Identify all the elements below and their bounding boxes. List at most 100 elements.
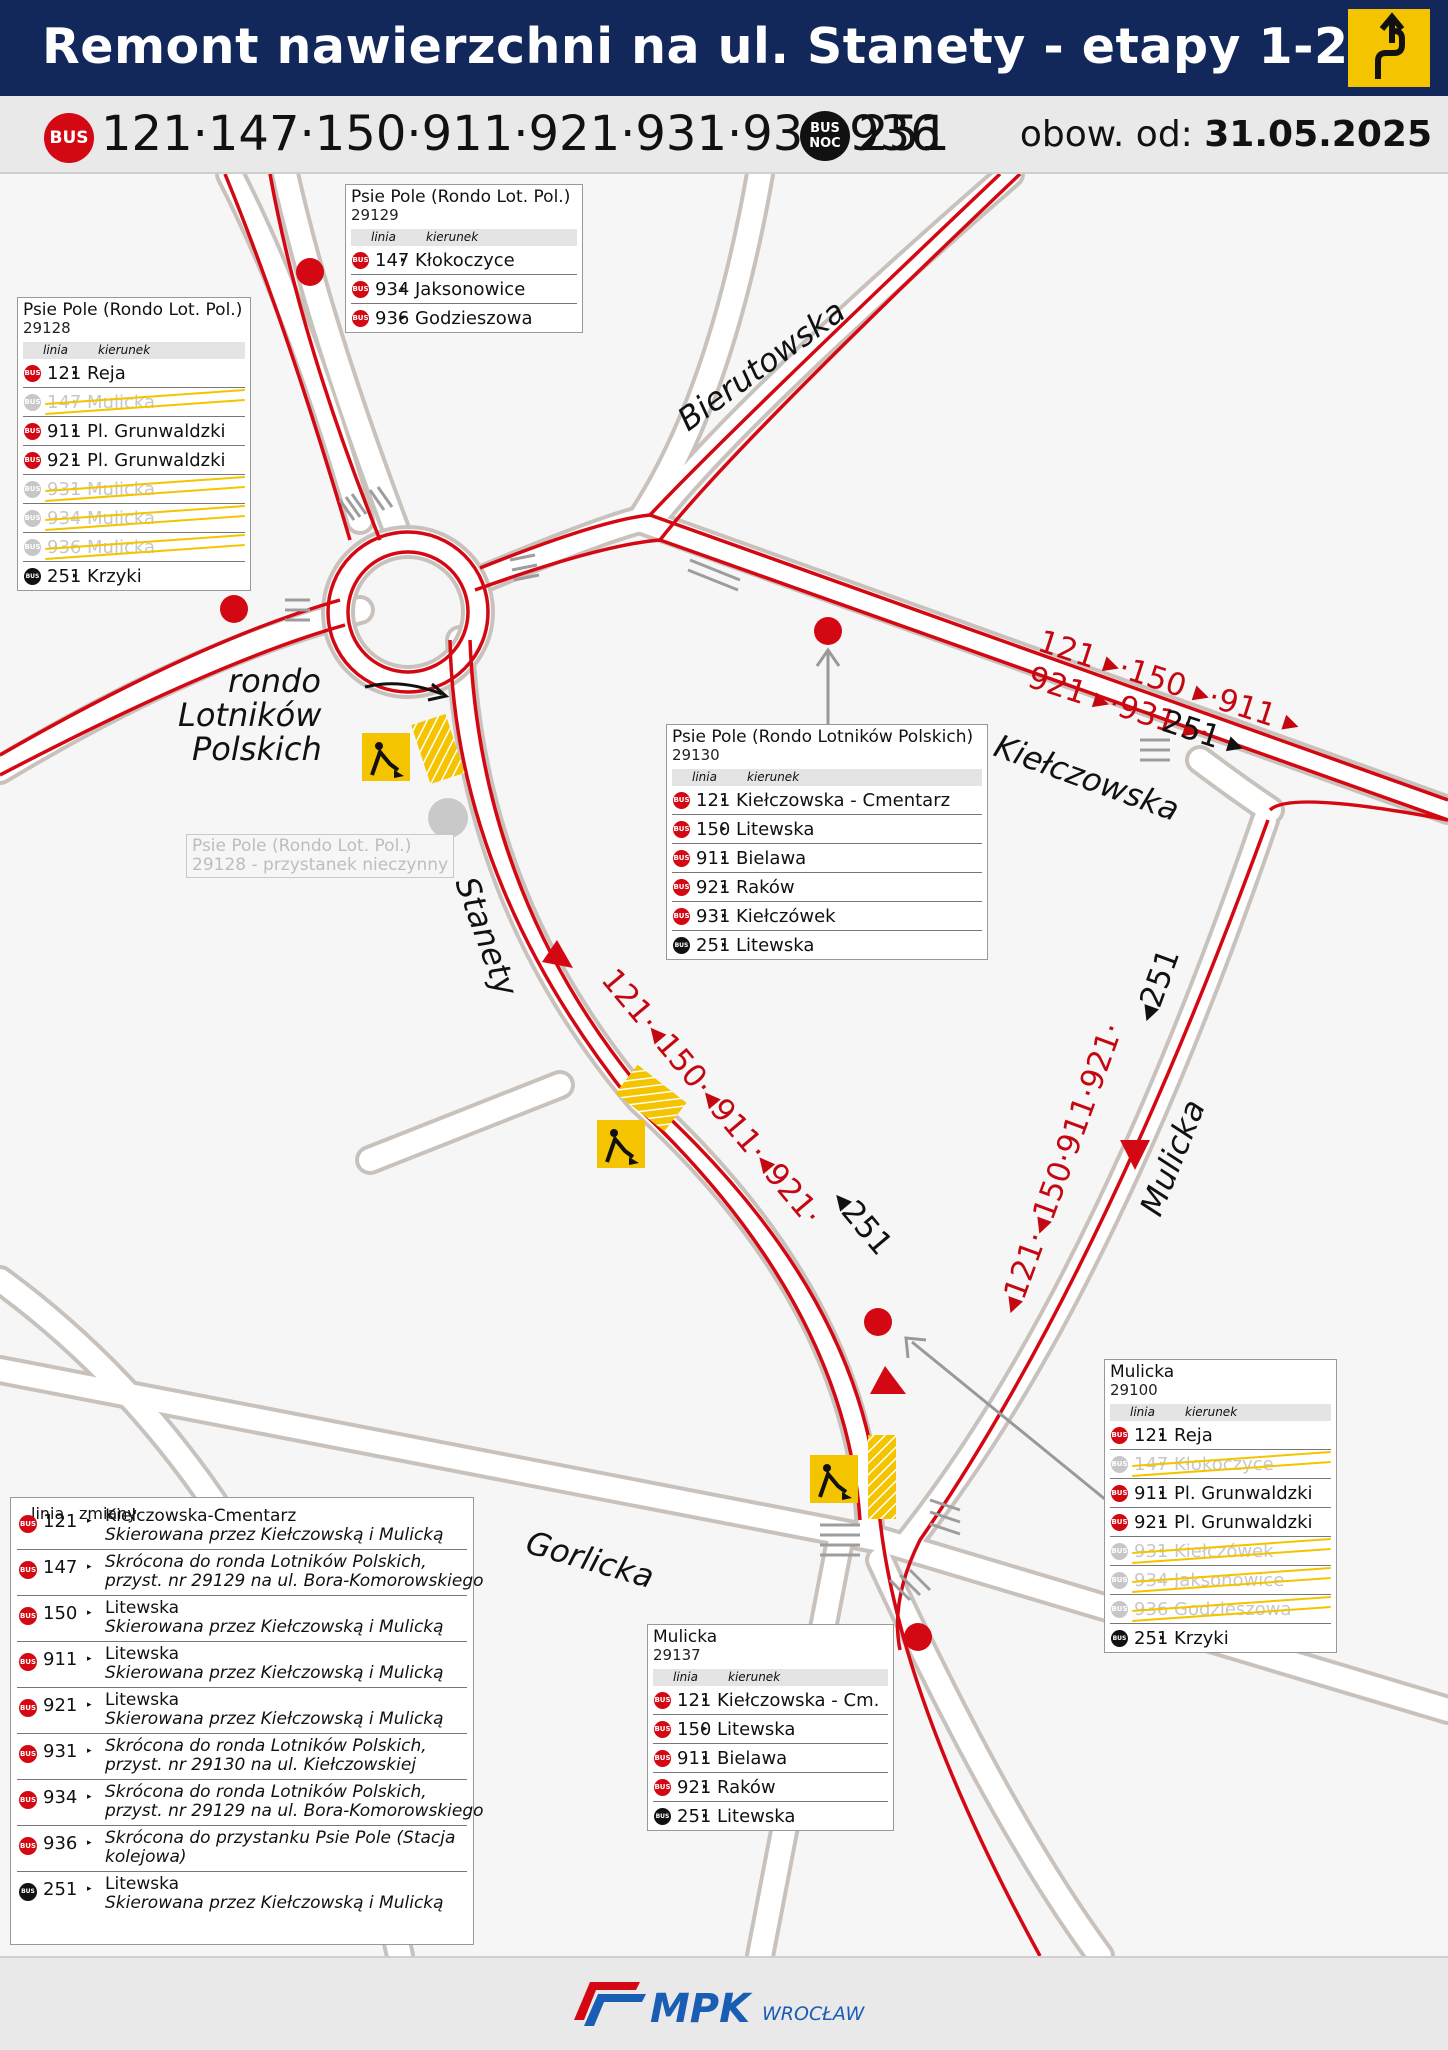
night-bus-badge: BUS NOC: [800, 111, 850, 161]
row-line: 931: [696, 906, 731, 927]
row-line: 251: [677, 1806, 712, 1827]
triangle-icon: ▸: [401, 284, 406, 294]
bus-icon: BUS: [352, 310, 369, 327]
col-line: linia: [1130, 1405, 1155, 1419]
stop-marker-29129: [296, 258, 324, 286]
legend-main-text: Skrócona do przystanku Psie Pole (Stacja: [105, 1828, 456, 1848]
legend-description: Skrócona do ronda Lotników Polskich,przy…: [105, 1783, 484, 1821]
row-line: 251: [1134, 1628, 1169, 1649]
legend-sub-text: Skierowana przez Kiełczowską i Mulicką: [105, 1617, 444, 1637]
col-line: linia: [371, 230, 396, 244]
triangle-icon: ▸: [722, 940, 727, 950]
row-line: 121: [677, 1690, 712, 1711]
triangle-icon: ▸: [703, 1753, 708, 1763]
night-bus-icon: BUS: [673, 937, 690, 954]
row-line: 921: [1134, 1512, 1169, 1533]
legend-line: 251: [43, 1879, 78, 1900]
row-line: 934: [375, 279, 410, 300]
route-lines: [0, 174, 1448, 1956]
triangle-icon: ▸: [87, 1700, 92, 1710]
night-bus-icon: BUS: [19, 1883, 37, 1901]
row-direction: Krzyki: [1174, 1628, 1229, 1649]
row-line: 251: [47, 566, 82, 587]
legend-sub-text: kolejowa): [105, 1847, 187, 1867]
roundabout-name-1: rondo: [228, 662, 321, 700]
roundabout-name-2: Lotników: [178, 696, 322, 734]
works-zones: [411, 713, 896, 1519]
night-badge-bottom: NOC: [809, 136, 841, 151]
bus-icon: BUS: [24, 365, 41, 382]
bus-icon: BUS: [352, 281, 369, 298]
street-gorlicka: Gorlicka: [522, 1523, 658, 1596]
triangle-icon: ▸: [73, 368, 78, 378]
bus-icon: BUS: [19, 1653, 37, 1671]
triangle-icon: ▸: [87, 1746, 92, 1756]
triangle-icon: ▸: [1160, 1517, 1165, 1527]
triangle-icon: ▸: [73, 571, 78, 581]
legend-line: 911: [43, 1649, 78, 1670]
row-direction: Litewska: [736, 935, 815, 956]
stop-number: 29128: [23, 319, 71, 337]
row-direction: Litewska: [717, 1806, 796, 1827]
row-direction: Godzieszowa: [415, 308, 533, 329]
triangle-icon: ▸: [401, 255, 406, 265]
night-bus-icon: BUS: [654, 1808, 671, 1825]
legend-main-text: Litewska: [105, 1644, 180, 1664]
row-direction: Raków: [717, 1777, 776, 1798]
bus-icon: BUS: [24, 539, 41, 556]
stop-name: Mulicka: [653, 1627, 718, 1647]
col-direction: kierunek: [1185, 1405, 1238, 1419]
valid-from: obow. od: 31.05.2025: [1020, 114, 1432, 155]
row-direction: Litewska: [717, 1719, 796, 1740]
bus-icon: BUS: [654, 1692, 671, 1709]
legend-line: 934: [43, 1787, 78, 1808]
bus-icon: BUS: [19, 1745, 37, 1763]
row-line: 921: [47, 450, 82, 471]
table-header: linia kierunek: [1110, 1404, 1331, 1421]
row-line: 150: [677, 1719, 712, 1740]
bus-icon: BUS: [654, 1750, 671, 1767]
triangle-icon: ▸: [87, 1608, 92, 1618]
bus-icon: BUS: [654, 1779, 671, 1796]
night-bus-icon: BUS: [24, 568, 41, 585]
row-line: 251: [696, 935, 731, 956]
bus-icon: BUS: [19, 1837, 37, 1855]
footer: [0, 1956, 1448, 2050]
triangle-icon: ▸: [401, 313, 406, 323]
col-changes: zmiany: [79, 1504, 137, 1523]
row-line: 150: [696, 819, 731, 840]
page-title: Remont nawierzchni na ul. Stanety - etap…: [42, 18, 1349, 75]
row-line: 921: [677, 1777, 712, 1798]
row-direction: Krzyki: [87, 566, 142, 587]
triangle-icon: ▸: [73, 426, 78, 436]
detour-arrow-icon: [1348, 9, 1430, 87]
roadwork-icon-1: [362, 733, 410, 781]
legend-main-text: Skrócona do ronda Lotników Polskich,: [105, 1552, 427, 1572]
col-line: linia: [692, 770, 717, 784]
legend-sub-text: Skierowana przez Kiełczowską i Mulicką: [105, 1709, 444, 1729]
stop-name: Psie Pole (Rondo Lotników Polskich): [672, 727, 974, 747]
row-direction: Pl. Grunwaldzki: [87, 421, 226, 442]
stop-marker-29100: [864, 1308, 892, 1336]
col-direction: kierunek: [728, 1670, 781, 1684]
bus-icon: BUS: [1111, 1601, 1128, 1618]
triangle-icon: ▸: [703, 1695, 708, 1705]
triangle-icon: ▸: [722, 824, 727, 834]
